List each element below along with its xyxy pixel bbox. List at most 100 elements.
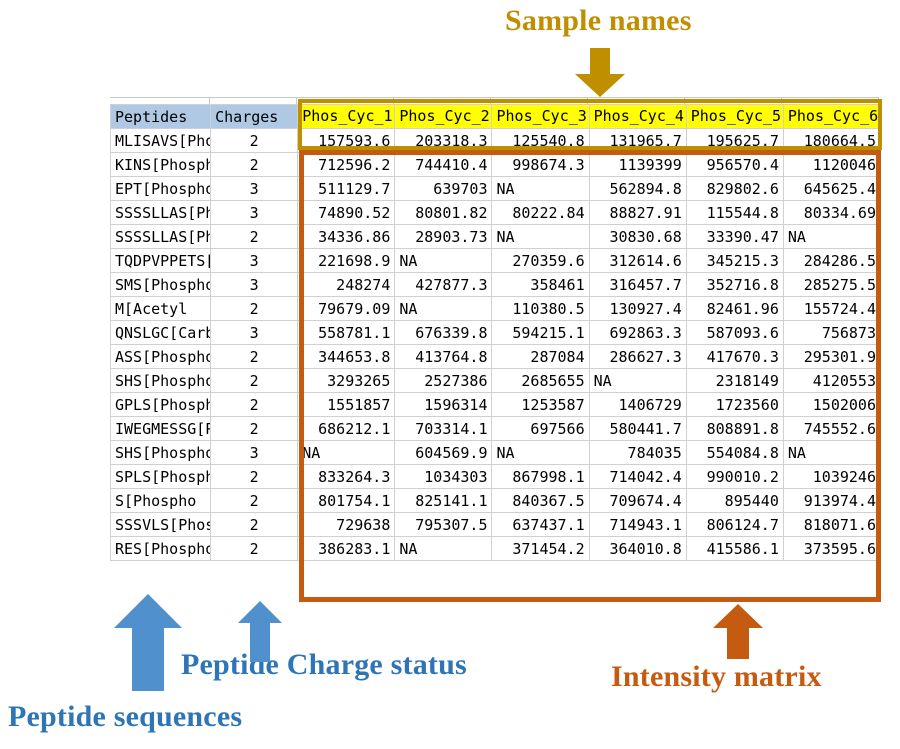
cell-intensity[interactable]: 580441.7 — [588, 416, 687, 441]
cell-intensity[interactable]: 33390.47 — [685, 224, 784, 249]
cell-intensity[interactable]: 312614.6 — [588, 248, 687, 273]
cell-intensity[interactable]: 1120046 — [782, 152, 882, 177]
cell-peptide[interactable]: SMS[Phospho — [109, 272, 212, 297]
cell-intensity[interactable]: 795307.5 — [394, 512, 493, 537]
cell-intensity[interactable]: NA — [297, 440, 396, 465]
cell-intensity[interactable]: 998674.3 — [491, 152, 590, 177]
cell-intensity[interactable]: 692863.3 — [588, 320, 687, 345]
cell-intensity[interactable]: 801754.1 — [297, 488, 396, 513]
cell-intensity[interactable]: 344653.8 — [297, 344, 396, 369]
cell-intensity[interactable]: NA — [394, 248, 493, 273]
cell-intensity[interactable]: 697566 — [491, 416, 590, 441]
column-header-sample-3[interactable]: Phos_Cyc_3 — [491, 104, 590, 129]
cell-intensity[interactable]: NA — [588, 368, 687, 393]
cell-intensity[interactable]: 371454.2 — [491, 536, 590, 561]
cell-intensity[interactable]: 286627.3 — [588, 344, 687, 369]
cell-intensity[interactable]: 427877.3 — [394, 272, 493, 297]
cell-charge[interactable]: 2 — [210, 488, 299, 513]
column-header-sample-4[interactable]: Phos_Cyc_4 — [588, 104, 687, 129]
cell-intensity[interactable]: 364010.8 — [588, 536, 687, 561]
cell-intensity[interactable]: 285275.5 — [782, 272, 882, 297]
cell-intensity[interactable]: NA — [491, 440, 590, 465]
cell-intensity[interactable]: 825141.1 — [394, 488, 493, 513]
cell-peptide[interactable]: ASS[Phospho — [109, 344, 212, 369]
cell-intensity[interactable]: 829802.6 — [685, 176, 784, 201]
cell-intensity[interactable]: 676339.8 — [394, 320, 493, 345]
cell-intensity[interactable]: 2318149 — [685, 368, 784, 393]
cell-peptide[interactable]: SHS[Phospho — [109, 368, 212, 393]
cell-intensity[interactable]: 195625.7 — [685, 128, 784, 153]
cell-intensity[interactable]: 30830.68 — [588, 224, 687, 249]
cell-charge[interactable]: 2 — [210, 152, 299, 177]
cell-peptide[interactable]: SSSSLLAS[Phospho — [109, 224, 212, 249]
cell-intensity[interactable]: 415586.1 — [685, 536, 784, 561]
cell-charge[interactable]: 3 — [210, 176, 299, 201]
cell-intensity[interactable]: 637437.1 — [491, 512, 590, 537]
cell-intensity[interactable]: 74890.52 — [297, 200, 396, 225]
cell-charge[interactable]: 2 — [210, 464, 299, 489]
cell-intensity[interactable]: 345215.3 — [685, 248, 784, 273]
cell-intensity[interactable]: 511129.7 — [297, 176, 396, 201]
cell-peptide[interactable]: S[Phospho — [109, 488, 212, 513]
cell-intensity[interactable]: NA — [394, 536, 493, 561]
cell-charge[interactable]: 3 — [210, 320, 299, 345]
cell-peptide[interactable]: MLISAVS[Phospho — [109, 128, 212, 153]
cell-peptide[interactable]: SHS[Phospho — [109, 440, 212, 465]
cell-intensity[interactable]: 130927.4 — [588, 296, 687, 321]
cell-intensity[interactable]: 784035 — [588, 440, 687, 465]
cell-intensity[interactable]: 155724.4 — [782, 296, 882, 321]
cell-intensity[interactable]: 1551857 — [297, 392, 396, 417]
cell-intensity[interactable]: 270359.6 — [491, 248, 590, 273]
cell-intensity[interactable]: 554084.8 — [685, 440, 784, 465]
column-header-sample-5[interactable]: Phos_Cyc_5 — [685, 104, 784, 129]
cell-intensity[interactable]: 352716.8 — [685, 272, 784, 297]
cell-intensity[interactable]: 686212.1 — [297, 416, 396, 441]
cell-intensity[interactable]: 1139399 — [588, 152, 687, 177]
cell-intensity[interactable]: 1034303 — [394, 464, 493, 489]
cell-intensity[interactable]: 639703 — [394, 176, 493, 201]
cell-charge[interactable]: 2 — [210, 536, 299, 561]
cell-intensity[interactable]: 745552.6 — [782, 416, 882, 441]
cell-charge[interactable]: 3 — [210, 272, 299, 297]
cell-intensity[interactable]: 358461 — [491, 272, 590, 297]
cell-intensity[interactable]: 3293265 — [297, 368, 396, 393]
cell-intensity[interactable]: 714042.4 — [588, 464, 687, 489]
cell-peptide[interactable]: SSSSLLAS[Phospho — [109, 200, 212, 225]
cell-intensity[interactable]: NA — [782, 440, 882, 465]
cell-intensity[interactable]: 833264.3 — [297, 464, 396, 489]
cell-intensity[interactable]: 1253587 — [491, 392, 590, 417]
cell-intensity[interactable]: 562894.8 — [588, 176, 687, 201]
cell-intensity[interactable]: 82461.96 — [685, 296, 784, 321]
cell-intensity[interactable]: 808891.8 — [685, 416, 784, 441]
cell-intensity[interactable]: 287084 — [491, 344, 590, 369]
cell-intensity[interactable]: 990010.2 — [685, 464, 784, 489]
column-header-sample-6[interactable]: Phos_Cyc_6 — [782, 104, 882, 129]
cell-peptide[interactable]: GPLS[Phospho — [109, 392, 212, 417]
cell-intensity[interactable]: 80334.69 — [782, 200, 882, 225]
cell-intensity[interactable]: 295301.9 — [782, 344, 882, 369]
cell-intensity[interactable]: 2527386 — [394, 368, 493, 393]
cell-intensity[interactable]: 895440 — [685, 488, 784, 513]
cell-charge[interactable]: 2 — [210, 128, 299, 153]
cell-intensity[interactable]: 4120553 — [782, 368, 882, 393]
cell-intensity[interactable]: 80222.84 — [491, 200, 590, 225]
cell-intensity[interactable]: 1596314 — [394, 392, 493, 417]
cell-intensity[interactable]: 2685655 — [491, 368, 590, 393]
cell-peptide[interactable]: KINS[Phospho — [109, 152, 212, 177]
column-header-peptides[interactable]: Peptides — [109, 104, 212, 129]
cell-intensity[interactable]: 203318.3 — [394, 128, 493, 153]
cell-charge[interactable]: 2 — [210, 368, 299, 393]
cell-intensity[interactable]: 956570.4 — [685, 152, 784, 177]
cell-charge[interactable]: 2 — [210, 512, 299, 537]
cell-intensity[interactable]: NA — [491, 176, 590, 201]
cell-intensity[interactable]: 867998.1 — [491, 464, 590, 489]
cell-intensity[interactable]: 1502006 — [782, 392, 882, 417]
cell-intensity[interactable]: 712596.2 — [297, 152, 396, 177]
cell-intensity[interactable]: 28903.73 — [394, 224, 493, 249]
cell-peptide[interactable]: QNSLGC[Carbamido — [109, 320, 212, 345]
cell-peptide[interactable]: RES[Phospho — [109, 536, 212, 561]
cell-intensity[interactable]: 80801.82 — [394, 200, 493, 225]
cell-intensity[interactable]: 806124.7 — [685, 512, 784, 537]
cell-intensity[interactable]: 709674.4 — [588, 488, 687, 513]
cell-intensity[interactable]: 703314.1 — [394, 416, 493, 441]
